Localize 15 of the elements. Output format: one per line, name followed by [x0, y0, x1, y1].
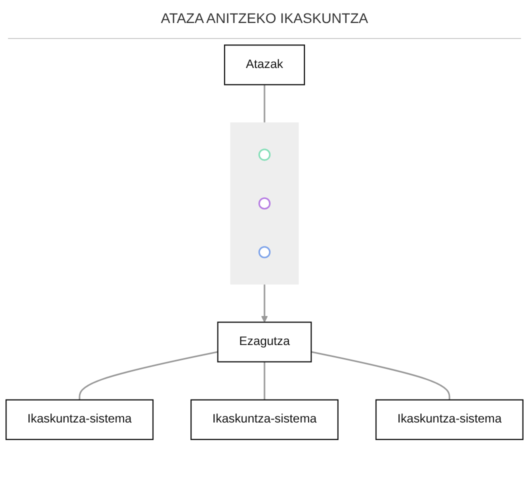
- diagram-title: ATAZA ANITZEKO IKASKUNTZA: [8, 0, 521, 39]
- node-circle: [258, 246, 271, 258]
- node-box: Ikaskuntza-sistema: [375, 399, 524, 440]
- arrow: [261, 284, 268, 323]
- connector: [264, 362, 266, 400]
- node-box: Atazak: [224, 44, 305, 86]
- connector: [78, 351, 218, 400]
- cluster: [230, 122, 299, 285]
- node-box: Ikaskuntza-sistema: [190, 399, 339, 440]
- node-circle: [258, 148, 271, 161]
- connector: [311, 351, 450, 400]
- node-box: Ikaskuntza-sistema: [6, 399, 154, 440]
- connector: [264, 84, 266, 123]
- node-box: Ezagutza: [217, 322, 312, 362]
- node-circle: [258, 197, 271, 210]
